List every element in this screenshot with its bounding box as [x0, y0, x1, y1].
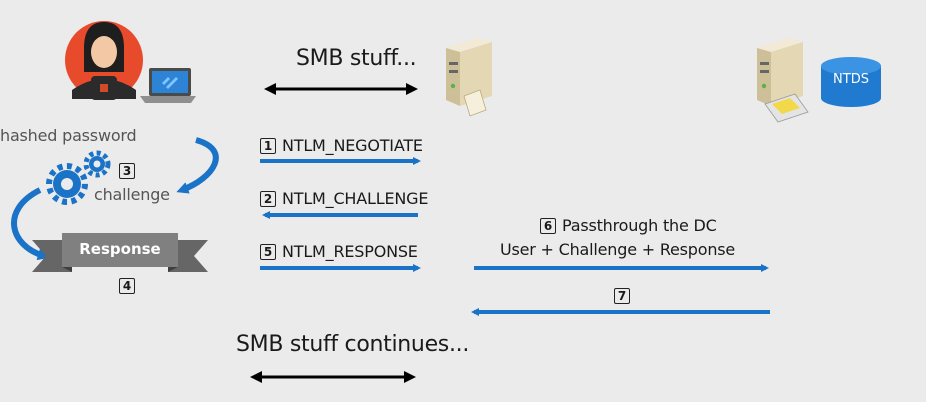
user-avatar-icon — [65, 21, 143, 100]
step-4-badge: 4 — [119, 276, 141, 295]
database-icon — [821, 57, 881, 107]
server-icon — [446, 38, 492, 117]
step-3-badge: 3 — [119, 161, 141, 180]
challenge-label: challenge — [94, 185, 170, 204]
response-banner-label: Response — [79, 240, 161, 258]
domain-controller-icon — [757, 38, 809, 123]
gears-icon — [46, 150, 111, 205]
step-7-badge: 7 — [614, 286, 636, 305]
hash-to-challenge-arrow — [176, 137, 219, 194]
hashed-password-label: hashed password — [0, 126, 137, 145]
ntds-label: NTDS — [833, 72, 869, 87]
smb-top-label: SMB stuff... — [296, 46, 417, 71]
passthrough-detail: User + Challenge + Response — [500, 240, 736, 259]
smb-bottom-label: SMB stuff continues... — [236, 332, 470, 357]
challenge-to-response-arrow — [11, 187, 50, 261]
laptop-icon — [140, 68, 196, 103]
ribbon-banner-icon — [32, 233, 208, 272]
